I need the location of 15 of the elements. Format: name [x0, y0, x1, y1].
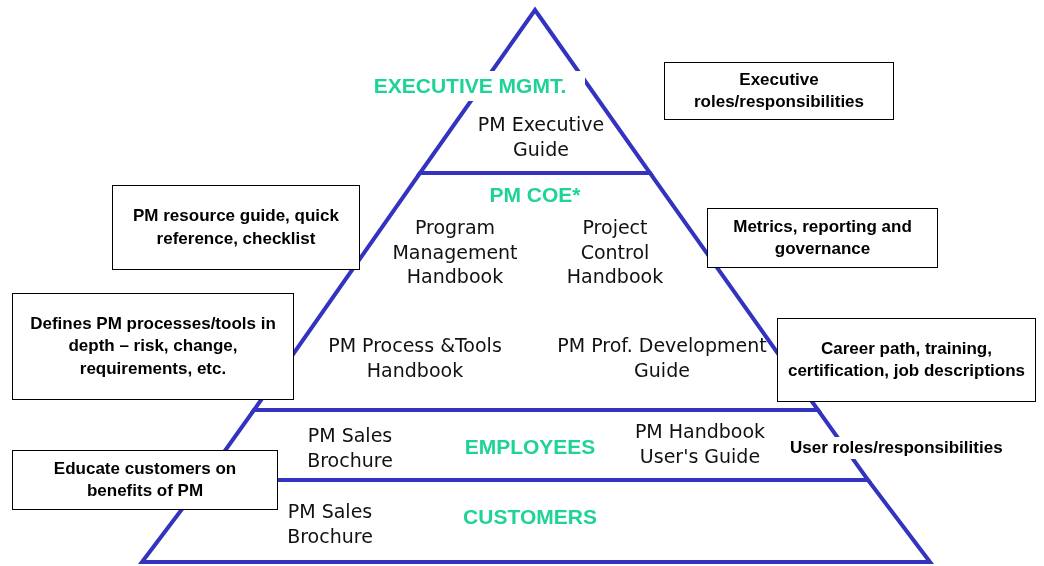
callout-box: PM resource guide, quick reference, checklist — [112, 185, 360, 270]
document-name: PM Sales Brochure — [306, 423, 394, 473]
document-name: Project Control Handbook — [565, 214, 665, 290]
side-note: User roles/responsibilities — [788, 437, 1005, 459]
callout-box: Defines PM processes/tools in depth – risk, change, requirements, etc. — [12, 293, 294, 400]
document-name: PM Process &Tools Handbook — [327, 333, 503, 383]
callout-box: Metrics, reporting and governance — [707, 208, 938, 268]
document-name: PM Prof. Development Guide — [557, 333, 767, 383]
callout-box: Educate customers on benefits of PM — [12, 450, 278, 510]
document-name: PM Sales Brochure — [286, 499, 374, 549]
callout-box: Career path, training, certification, job descriptions — [777, 318, 1036, 402]
callout-box: Executive roles/responsibilities — [664, 62, 894, 120]
document-name: PM Handbook User's Guide — [633, 419, 767, 469]
document-name: PM Executive Guide — [476, 112, 606, 162]
document-name: Program Management Handbook — [391, 214, 519, 290]
